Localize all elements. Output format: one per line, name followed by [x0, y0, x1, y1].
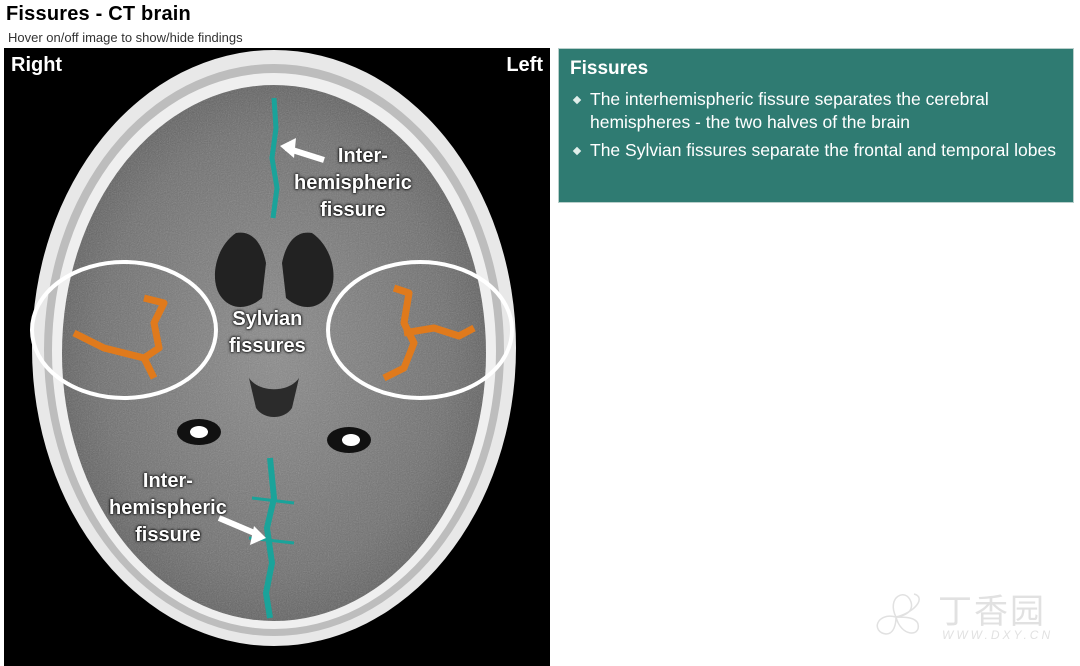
anno-line: hemispheric	[294, 172, 412, 194]
anno-line: Inter-	[142, 470, 193, 492]
right-label: Right	[11, 54, 63, 76]
anno-line: Sylvian	[232, 308, 303, 330]
finding-text: The interhemispheric fissure separates t…	[590, 89, 989, 132]
sylvian-ring-right	[30, 260, 218, 400]
annotation-interhemispheric-lower: Inter- hemispheric fissure	[109, 468, 227, 549]
sylvian-fissure-left	[382, 284, 476, 382]
interhemispheric-fissure-posterior	[262, 457, 278, 619]
left-label: Left	[506, 54, 543, 76]
watermark-url: WWW.DXY.CN	[942, 628, 1054, 642]
diamond-bullet-icon	[572, 146, 582, 156]
anno-line: fissure	[135, 524, 201, 546]
annotation-interhemispheric-upper: Inter- hemispheric fissure	[294, 143, 412, 224]
watermark-text: 丁香园	[938, 592, 1046, 632]
findings-title: Fissures	[570, 58, 649, 79]
finding-text: The Sylvian fissures separate the fronta…	[590, 140, 1056, 160]
findings-panel: Fissures The interhemispheric fissure se…	[558, 48, 1074, 203]
annotation-sylvian: Sylvian fissures	[229, 306, 306, 360]
sylvian-fissure-right	[72, 294, 168, 380]
list-item: The Sylvian fissures separate the fronta…	[570, 139, 1060, 162]
findings-list: The interhemispheric fissure separates t…	[570, 88, 1060, 162]
anno-line: fissures	[229, 335, 306, 357]
diamond-bullet-icon	[572, 95, 582, 105]
flower-logo-icon	[876, 593, 920, 635]
ct-brain-image[interactable]: Right Left Inter- hemispheric fissure Sy…	[4, 48, 550, 666]
anno-line: hemispheric	[109, 497, 227, 519]
sylvian-ring-left	[326, 260, 514, 400]
list-item: The interhemispheric fissure separates t…	[570, 88, 1060, 134]
anno-line: Inter-	[337, 145, 388, 167]
page-title: Fissures - CT brain	[6, 3, 191, 25]
anno-line: fissure	[320, 199, 386, 221]
arrow-lower	[217, 515, 261, 538]
interhemispheric-fissure-anterior	[269, 97, 280, 219]
watermark: 丁香园 WWW.DXY.CN	[856, 582, 1070, 652]
page-subtitle: Hover on/off image to show/hide findings	[8, 30, 243, 45]
ct-brain-scan	[4, 48, 550, 666]
